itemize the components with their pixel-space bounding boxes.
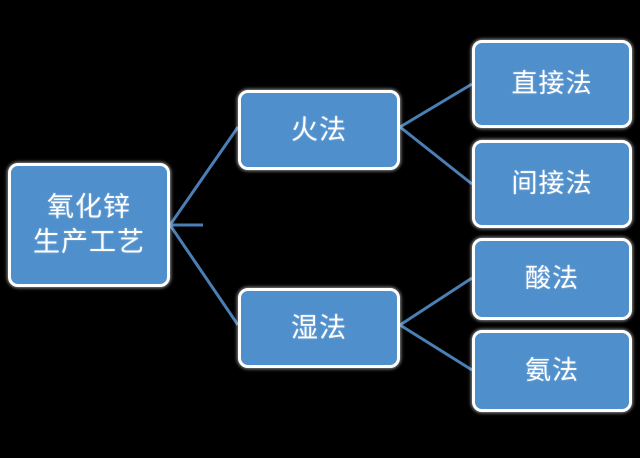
connector-hydro-to-ammonia <box>399 323 473 372</box>
node-leaf-direct[interactable]: 直接法 <box>472 40 632 128</box>
connector-root-to-hydro <box>168 224 240 326</box>
node-root[interactable]: 氧化锌 生产工艺 <box>8 163 170 287</box>
node-branch-pyro[interactable]: 火法 <box>238 90 400 170</box>
connector-root-to-pyro <box>168 126 240 226</box>
node-branch-pyro-label: 火法 <box>291 114 347 145</box>
node-leaf-acid-label: 酸法 <box>524 263 579 294</box>
node-leaf-ammonia-label: 氨法 <box>524 355 579 386</box>
connector-hydro-to-acid <box>399 276 473 327</box>
connector-pyro-to-indirect <box>399 125 473 186</box>
node-leaf-indirect[interactable]: 间接法 <box>472 140 632 228</box>
node-leaf-direct-label: 直接法 <box>511 68 593 99</box>
node-root-line-1: 氧化锌 <box>47 192 131 223</box>
node-leaf-ammonia[interactable]: 氨法 <box>472 330 632 412</box>
node-leaf-acid[interactable]: 酸法 <box>472 238 632 320</box>
node-root-line-2: 生产工艺 <box>33 227 145 257</box>
node-branch-hydro-label: 湿法 <box>291 312 347 343</box>
node-leaf-indirect-label: 间接法 <box>511 168 593 199</box>
connector-pyro-to-direct <box>399 82 473 129</box>
node-branch-hydro[interactable]: 湿法 <box>238 288 400 368</box>
